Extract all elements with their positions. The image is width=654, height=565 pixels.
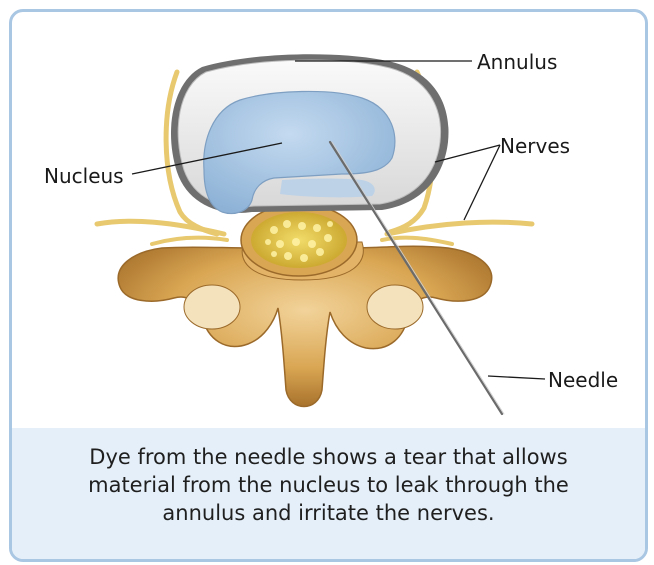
caption-panel: Dye from the needle shows a tear that al… — [12, 428, 645, 559]
figure-card: Annulus Nerves Nucleus Needle Dye from t… — [9, 9, 648, 562]
spine-illustration: Annulus Nerves Nucleus Needle — [12, 12, 645, 427]
spinal-cord-graphic — [241, 204, 357, 276]
nerves-leader-lower — [464, 145, 500, 220]
needle-leader — [488, 376, 545, 379]
disc-graphic — [171, 54, 449, 213]
nucleus-label: Nucleus — [44, 164, 124, 188]
annulus-label: Annulus — [477, 50, 557, 74]
nerves-label: Nerves — [500, 134, 570, 158]
caption-text: Dye from the needle shows a tear that al… — [49, 443, 609, 527]
needle-label: Needle — [548, 368, 618, 392]
spine-diagram — [12, 12, 645, 427]
